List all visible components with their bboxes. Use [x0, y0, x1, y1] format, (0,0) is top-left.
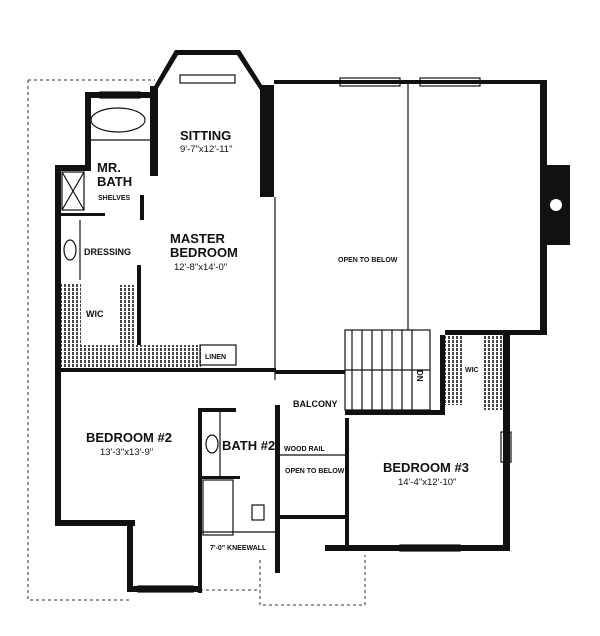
- lower-level-outline: [27, 79, 366, 606]
- sitting-label: SITTING: [180, 128, 231, 143]
- stair: [344, 329, 431, 411]
- bedroom2-label: BEDROOM #2: [86, 430, 172, 445]
- stair-dn-label: DN: [415, 370, 424, 382]
- master-bedroom-label-2: BEDROOM: [170, 245, 238, 260]
- shelves-label: SHELVES: [98, 195, 130, 202]
- kneewall-label: 7'-0" KNEEWALL: [210, 545, 267, 552]
- master-bedroom-label-1: MASTER: [170, 231, 226, 246]
- wood-rail-label: WOOD RAIL: [284, 446, 326, 453]
- bedroom3-size: 14'-4"x12'-10": [398, 477, 456, 488]
- sitting-size: 9'-7"x12'-11": [180, 144, 232, 155]
- dressing-label: DRESSING: [84, 247, 131, 257]
- balcony-label: BALCONY: [293, 399, 338, 409]
- room-labels: SITTING 9'-7"x12'-11" MR. BATH SHELVES D…: [84, 128, 479, 552]
- open-to-below-upper-label: OPEN TO BELOW: [338, 257, 398, 264]
- wic-master-label: WIC: [86, 309, 104, 319]
- open-to-below-lower-label: OPEN TO BELOW: [285, 468, 345, 475]
- mr-bath-label-2: BATH: [97, 174, 132, 189]
- mr-bath-label-1: MR.: [97, 160, 121, 175]
- wic-bedroom3-label: WIC: [465, 367, 479, 374]
- master-bedroom-size: 12'-8"x14'-0": [174, 262, 227, 273]
- walls: [55, 50, 570, 593]
- linen-label: LINEN: [205, 354, 226, 361]
- bedroom3-label: BEDROOM #3: [383, 460, 469, 475]
- bath2-label: BATH #2: [222, 438, 275, 453]
- bedroom2-size: 13'-3"x13'-9": [100, 447, 153, 458]
